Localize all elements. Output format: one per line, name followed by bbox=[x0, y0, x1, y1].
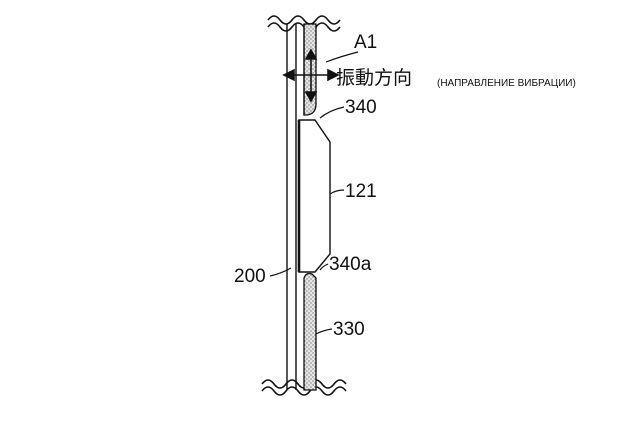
member-330-upper bbox=[303, 23, 317, 116]
leader-340a bbox=[319, 263, 329, 271]
label-121: 121 bbox=[345, 181, 377, 202]
label-340a: 340a bbox=[329, 254, 372, 275]
label-330: 330 bbox=[333, 319, 365, 340]
label-vibration-direction-ru: (НАПРАВЛЕНИЕ ВИБРАЦИИ) bbox=[437, 78, 576, 89]
leader-121 bbox=[329, 189, 345, 195]
leader-340 bbox=[319, 106, 345, 119]
label-a1: A1 bbox=[354, 32, 377, 53]
label-200: 200 bbox=[234, 266, 266, 287]
leader-330 bbox=[315, 328, 333, 335]
member-330-lower bbox=[303, 272, 317, 391]
leader-200 bbox=[269, 267, 292, 277]
label-340: 340 bbox=[345, 97, 377, 118]
member-200-strip bbox=[286, 24, 297, 390]
bidirectional-arrow-icon bbox=[282, 48, 340, 103]
element-121-body bbox=[298, 119, 331, 273]
label-vibration-direction-cjk: 振動方向 bbox=[336, 67, 412, 89]
leader-a1 bbox=[325, 51, 359, 63]
